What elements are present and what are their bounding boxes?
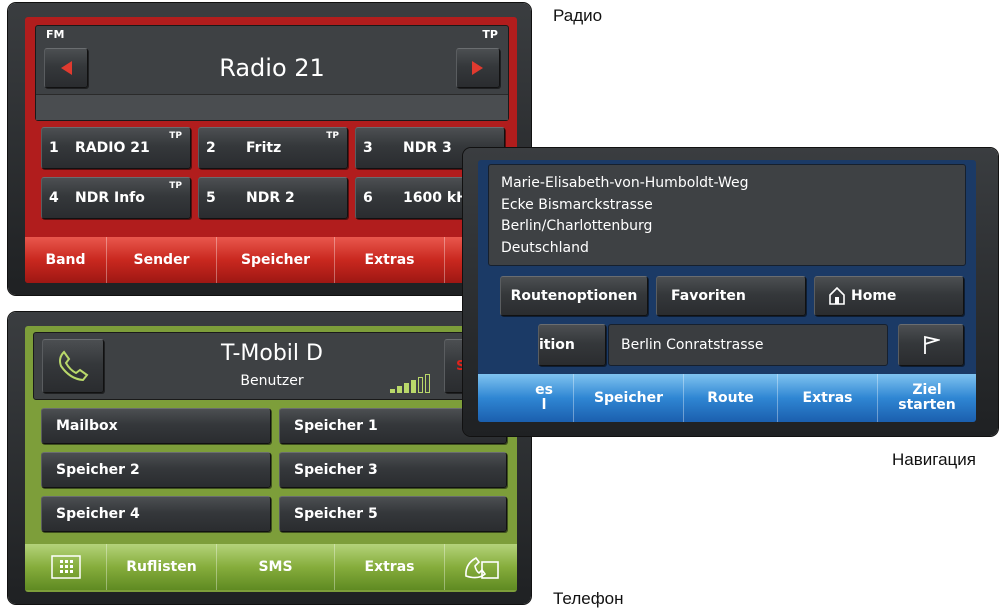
preset-tp: TP [326, 131, 339, 141]
softkey-ziel-starten[interactable]: Ziel starten [878, 374, 976, 422]
preset-label: NDR 3 [403, 140, 452, 156]
preset-button-1[interactable]: 1 RADIO 21 TP [41, 127, 191, 169]
speicher-2-button[interactable]: Speicher 2 [41, 452, 271, 488]
position-label: ition [539, 337, 575, 353]
speicher-5-button[interactable]: Speicher 5 [279, 496, 507, 532]
home-button[interactable]: Home [814, 276, 964, 316]
softkey-ruflisten[interactable]: Ruflisten [107, 544, 217, 590]
caption-radio: Радио [553, 6, 603, 25]
softkey-extras[interactable]: Extras [335, 237, 445, 283]
signal-strength-icon [390, 373, 434, 393]
address-panel: Marie-Elisabeth-von-Humboldt-Weg Ecke Bi… [488, 164, 966, 266]
position-value: Berlin Conratstrasse [608, 324, 888, 366]
navigation-screen: Marie-Elisabeth-von-Humboldt-Weg Ecke Bi… [478, 160, 976, 422]
preset-label: Fritz [246, 140, 282, 156]
preset-button-2[interactable]: 2 Fritz TP [198, 127, 348, 169]
mailbox-button[interactable]: Mailbox [41, 408, 271, 444]
preset-label: 1600 kH [403, 190, 468, 206]
telefon-header-panel: T-Mobil D Benutzer SOS [33, 332, 511, 400]
station-next-button[interactable] [456, 48, 500, 88]
radio-info-strip [36, 94, 508, 120]
telefon-softkey-bar: Ruflisten SMS Extras [25, 544, 517, 590]
speicher-2-label: Speicher 2 [56, 462, 140, 478]
call-button[interactable] [42, 339, 104, 393]
mailbox-label: Mailbox [56, 418, 118, 434]
speicher-3-label: Speicher 3 [294, 462, 378, 478]
softkey-keypad[interactable] [25, 544, 107, 590]
address-line-3: Berlin/Charlottenburg [501, 218, 653, 234]
position-button[interactable]: ition [538, 324, 606, 366]
band-indicator: FM [46, 28, 65, 41]
preset-label: NDR Info [75, 190, 145, 206]
softkey-speicher[interactable]: Speicher [574, 374, 684, 422]
preset-tp: TP [169, 181, 182, 191]
softkey-route[interactable]: Route [684, 374, 778, 422]
address-line-4: Deutschland [501, 239, 589, 256]
station-name: Radio 21 [219, 54, 325, 82]
softkey-band[interactable]: Band [25, 237, 107, 283]
speicher-4-button[interactable]: Speicher 4 [41, 496, 271, 532]
flag-icon [924, 335, 940, 354]
preset-number: 6 [363, 190, 373, 206]
softkey-partial[interactable]: es l [478, 374, 574, 422]
home-label: Home [851, 288, 897, 304]
preset-button-4[interactable]: 4 NDR Info TP [41, 177, 191, 219]
softkey-ziel-starten-label: Ziel starten [898, 382, 956, 413]
softkey-speicher[interactable]: Speicher [217, 237, 335, 283]
radio-softkey-bar: Band Sender Speicher Extras [25, 237, 517, 283]
speicher-3-button[interactable]: Speicher 3 [279, 452, 507, 488]
telefon-screen: T-Mobil D Benutzer SOS Mailbox Speicher … [25, 326, 517, 592]
provider-name: T-Mobil D [221, 341, 323, 366]
softkey-extras[interactable]: Extras [778, 374, 878, 422]
route-options-label: Routenoptionen [510, 288, 638, 304]
preset-button-5[interactable]: 5 NDR 2 [198, 177, 348, 219]
radio-screen: FM TP Radio 21 1 RADIO 21 TP 2 Fritz TP … [25, 17, 517, 283]
address-line-2: Ecke Bismarckstrasse [501, 196, 653, 213]
preset-number: 5 [206, 190, 216, 206]
preset-tp: TP [169, 131, 182, 141]
softkey-sender[interactable]: Sender [107, 237, 217, 283]
arrow-right-icon [472, 61, 483, 75]
preset-number: 3 [363, 140, 373, 156]
softkey-extras[interactable]: Extras [335, 544, 445, 590]
radio-header-panel: FM TP Radio 21 [35, 25, 509, 121]
user-label: Benutzer [240, 373, 304, 389]
caption-telefon: Телефон [553, 589, 624, 608]
softkey-sms[interactable]: SMS [217, 544, 335, 590]
favorites-button[interactable]: Favoriten [656, 276, 806, 316]
navigation-softkey-bar: es l Speicher Route Extras Ziel starten [478, 374, 976, 422]
softkey-hangup[interactable] [445, 544, 517, 590]
route-options-button[interactable]: Routenoptionen [500, 276, 648, 316]
arrow-left-icon [61, 61, 72, 75]
phone-hangup-icon [465, 556, 499, 579]
speicher-1-label: Speicher 1 [294, 418, 378, 434]
preset-number: 1 [49, 140, 59, 156]
preset-label: NDR 2 [246, 190, 295, 206]
home-icon [829, 287, 845, 305]
keypad-icon [50, 555, 81, 579]
preset-number: 2 [206, 140, 216, 156]
speicher-5-label: Speicher 5 [294, 506, 378, 522]
preset-number: 4 [49, 190, 59, 206]
address-line-1: Marie-Elisabeth-von-Humboldt-Weg [501, 175, 749, 191]
softkey-partial-label: es l [535, 382, 553, 413]
tp-indicator: TP [482, 28, 498, 41]
caption-navigation: Навигация [892, 450, 976, 469]
phone-handset-icon [59, 350, 89, 382]
station-prev-button[interactable] [44, 48, 88, 88]
preset-label: RADIO 21 [75, 140, 150, 156]
speicher-4-label: Speicher 4 [56, 506, 140, 522]
favorites-label: Favoriten [671, 288, 746, 304]
destination-flag-button[interactable] [898, 324, 964, 366]
